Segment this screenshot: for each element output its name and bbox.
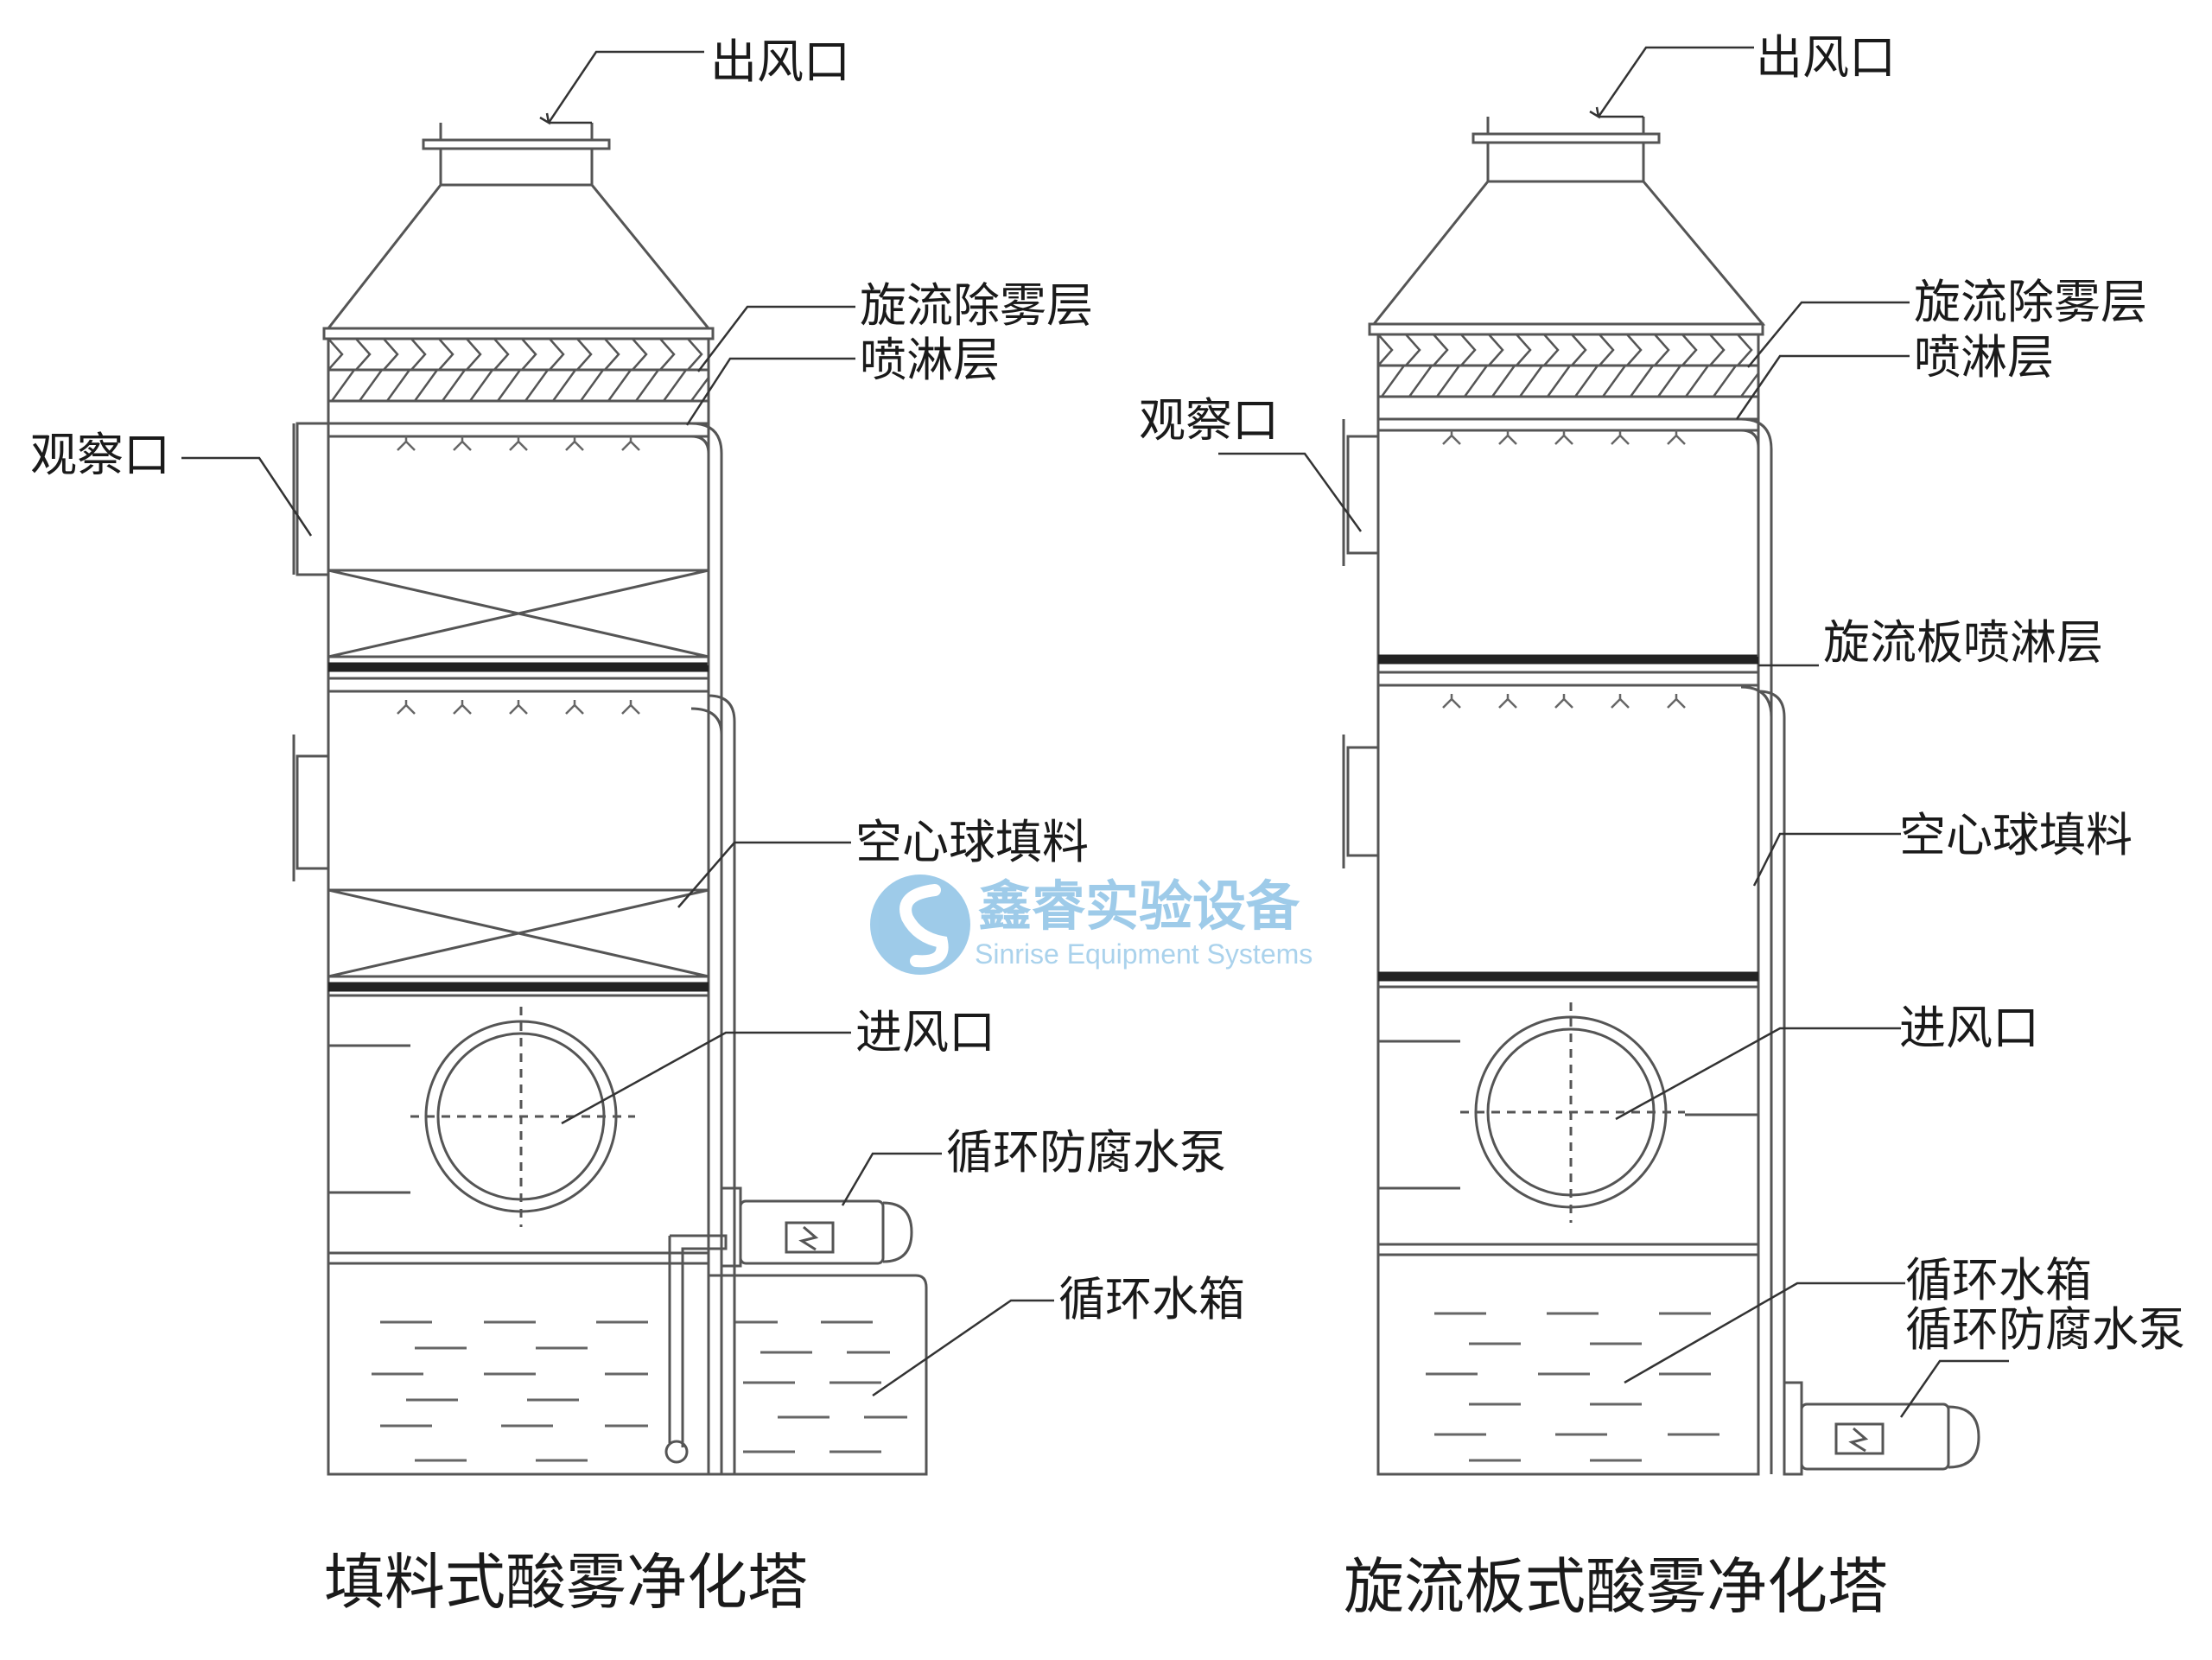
- swirl-circulation-pump: [1783, 1381, 1980, 1476]
- packed-circulation-pump: [720, 1186, 913, 1268]
- packed-packing-bed-upper: [327, 569, 710, 672]
- packed-label-inlet: 进风口: [855, 1005, 995, 1059]
- swirl-tower: 出风口 旋流除雾层 喷淋层 观察口 旋流板喷淋层 空心球填料 进风口 循环水箱 …: [1139, 30, 2185, 1622]
- swirl-recirculation-pipe: [1740, 417, 1786, 1474]
- packed-recirculation-pipe: [664, 422, 736, 1474]
- swirl-demister-layers: [1376, 333, 1760, 398]
- packed-water-tank: [372, 1274, 928, 1476]
- packed-caption: 填料式酸雾净化塔: [324, 1547, 808, 1618]
- packed-tower: 出风口 旋流除雾层 喷淋层 观察口 空心球填料 进风口 循环防腐水泵 循环水箱 …: [30, 35, 1245, 1618]
- swirl-label-packing: 空心球填料: [1899, 808, 2133, 862]
- swirl-observation-port-lower: [1342, 735, 1380, 868]
- packed-tower-body: [327, 399, 710, 1476]
- swirl-label-tank: 循环水箱: [1905, 1253, 2092, 1307]
- swirl-label-outlet: 出风口: [1756, 30, 1896, 85]
- packed-label-pump: 循环防腐水泵: [946, 1125, 1226, 1180]
- brand-logo-icon: [870, 875, 970, 975]
- swirl-label-swirl-plate: 旋流板喷淋层: [1823, 615, 2103, 670]
- swirl-label-inlet: 进风口: [1899, 1001, 2039, 1055]
- swirl-air-inlet: [1378, 1002, 1758, 1223]
- packed-hood: [325, 183, 712, 330]
- swirl-label-spray: 喷淋层: [1914, 330, 2054, 385]
- packed-packing-bed-lower: [327, 888, 710, 992]
- packed-outlet-duct: [422, 121, 611, 187]
- swirl-water-tank: [1426, 1312, 1719, 1462]
- packed-label-observation: 观察口: [30, 428, 170, 482]
- packed-demister-layers: [327, 337, 710, 403]
- swirl-spray-nozzles-upper: [1442, 430, 1686, 445]
- swirl-caption: 旋流板式酸雾净化塔: [1344, 1551, 1888, 1622]
- packed-label-outlet: 出风口: [710, 35, 850, 89]
- brand-name-en: Sinrise Equipment Systems: [975, 938, 1313, 970]
- brand-name-cn: 鑫睿实验设备: [978, 875, 1300, 938]
- swirl-outlet-duct: [1471, 115, 1661, 183]
- packed-observation-port-upper: [292, 422, 330, 576]
- swirl-label-demister: 旋流除雾层: [1914, 275, 2147, 329]
- swirl-plate-layer: [1378, 654, 1758, 687]
- packed-label-spray: 喷淋层: [860, 333, 1000, 387]
- packed-label-packing: 空心球填料: [855, 815, 1089, 869]
- swirl-leader-lines: [1218, 46, 2009, 1418]
- swirl-hood: [1370, 180, 1766, 326]
- swirl-label-pump: 循环防腐水泵: [1905, 1302, 2185, 1357]
- swirl-spray-nozzles-lower: [1442, 694, 1686, 709]
- swirl-label-observation: 观察口: [1139, 393, 1279, 448]
- packed-spray-nozzles-upper: [397, 436, 640, 451]
- brand-watermark: 鑫睿实验设备 Sinrise Equipment Systems: [870, 875, 1313, 975]
- packed-spray-nozzles-lower: [397, 700, 640, 715]
- packed-observation-port-lower: [292, 735, 330, 881]
- packed-label-tank: 循环水箱: [1058, 1272, 1245, 1326]
- swirl-observation-port-upper: [1342, 419, 1380, 566]
- packed-leader-lines: [181, 50, 1054, 1397]
- swirl-tower-body: [1376, 395, 1760, 1476]
- packed-label-demister: 旋流除雾层: [860, 278, 1093, 333]
- packed-air-inlet: [328, 1007, 635, 1227]
